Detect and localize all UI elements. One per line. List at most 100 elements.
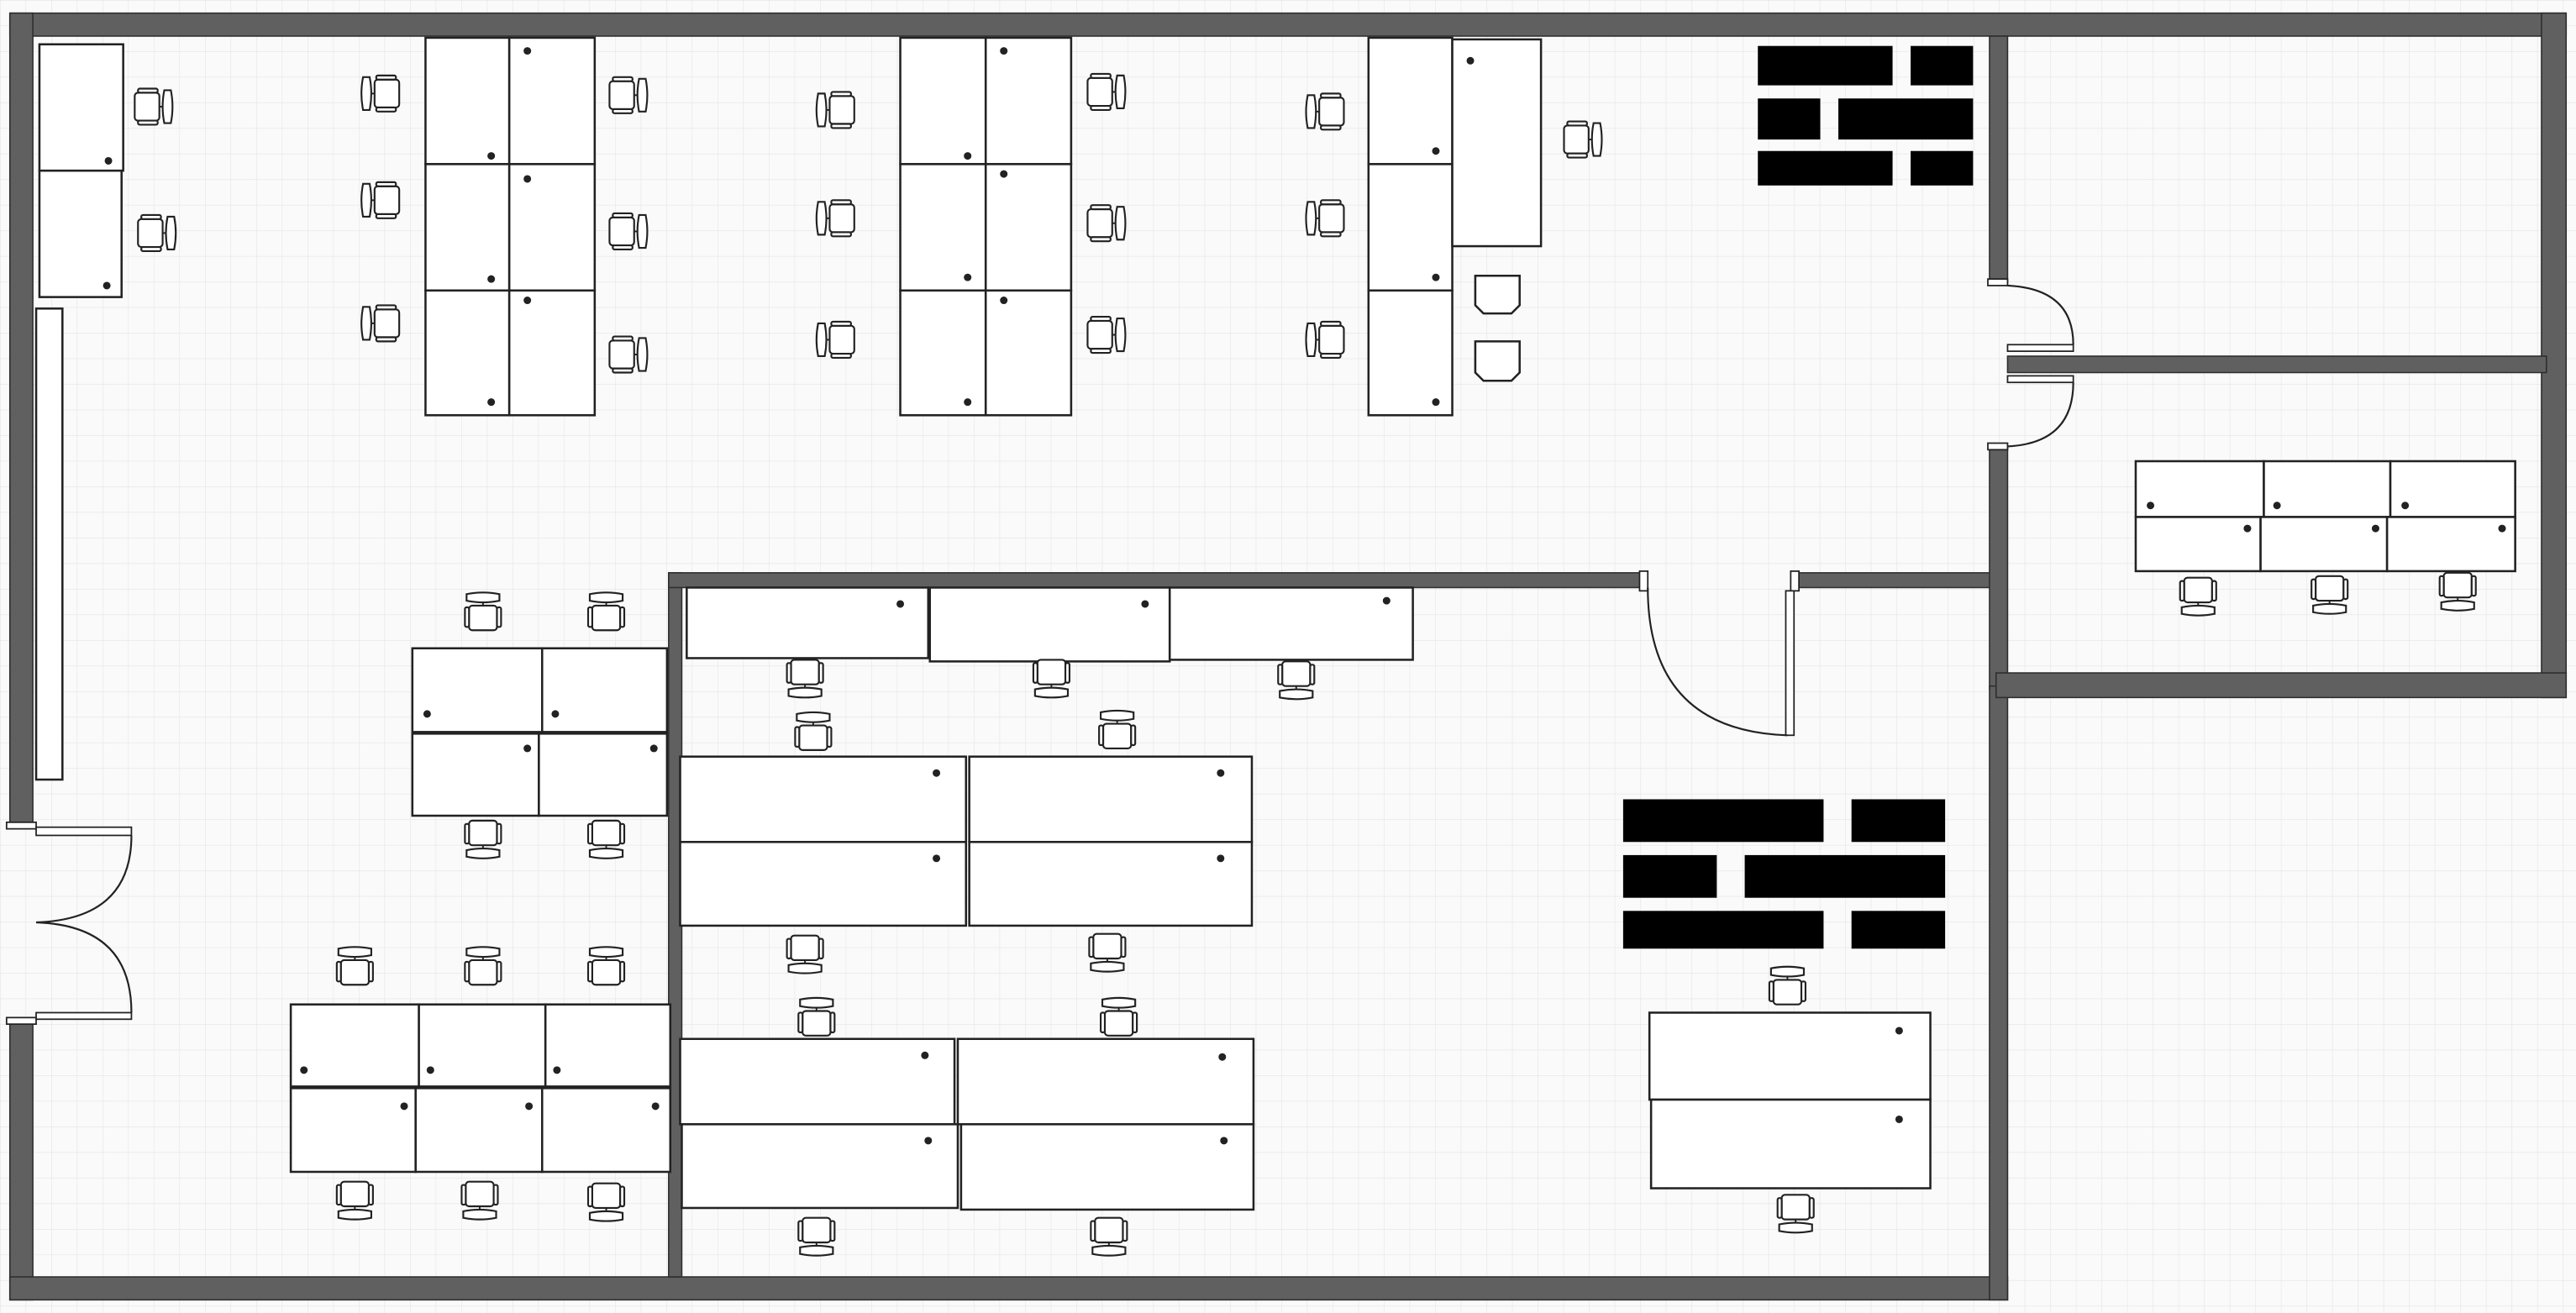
desk	[1649, 1098, 1932, 1190]
desk	[2263, 460, 2392, 518]
office-chair-icon	[1032, 659, 1071, 699]
office-chair-icon	[1086, 204, 1127, 243]
office-chair-icon	[786, 659, 824, 699]
wall-segment	[1795, 572, 1997, 589]
desk	[2259, 516, 2389, 573]
desk-handle-dot	[2147, 502, 2155, 510]
desk	[424, 36, 511, 165]
desk-handle-dot	[933, 769, 941, 777]
office-chair-icon	[586, 1182, 626, 1222]
desk-handle-dot	[964, 273, 972, 281]
office-chair-icon	[1776, 1194, 1815, 1234]
office-chair-icon	[797, 1216, 836, 1257]
wall-segment	[8, 12, 34, 827]
desk-handle-dot	[1895, 1027, 1903, 1035]
desk	[507, 289, 597, 417]
storage-block-icon	[1838, 98, 1974, 140]
desk	[956, 1037, 1255, 1126]
desk-handle-dot	[2371, 524, 2379, 533]
desk-handle-dot	[1432, 398, 1440, 407]
desk	[414, 1087, 544, 1174]
desk-handle-dot	[523, 297, 532, 305]
desk-handle-dot	[1000, 297, 1008, 305]
desk	[679, 755, 968, 843]
desk-handle-dot	[964, 398, 972, 407]
desk	[289, 1003, 420, 1088]
door-jamb	[5, 821, 37, 830]
desk-handle-dot	[896, 600, 905, 608]
storage-block-icon	[1911, 150, 1974, 186]
door-leaf	[2006, 375, 2074, 384]
wall-segment	[8, 1276, 2009, 1301]
storage-block-icon	[1758, 45, 1893, 86]
desk-handle-dot	[1000, 170, 1008, 178]
desk-handle-dot	[651, 1102, 660, 1111]
desk-handle-dot	[551, 710, 560, 718]
desk	[959, 1123, 1255, 1211]
office-chair-icon	[786, 934, 824, 974]
office-chair-icon	[586, 591, 626, 632]
desk	[1168, 586, 1414, 661]
desk-handle-dot	[523, 744, 532, 753]
desk-handle-dot	[1218, 1053, 1227, 1061]
office-chair-icon	[815, 91, 855, 129]
desk	[2134, 460, 2265, 518]
door-swing-icon	[35, 921, 133, 1013]
desk-handle-dot	[1466, 56, 1475, 65]
office-chair-icon	[335, 1180, 374, 1221]
desk	[289, 1087, 417, 1174]
storage-block-icon	[1758, 150, 1893, 186]
desk	[38, 43, 124, 172]
wall-segment	[1989, 35, 2009, 283]
desk-handle-dot	[2401, 502, 2410, 510]
office-chair-icon	[608, 335, 649, 374]
desk-handle-dot	[924, 1137, 933, 1145]
office-chair-icon	[608, 212, 649, 251]
desk	[681, 1123, 959, 1210]
storage-block-icon	[1851, 911, 1946, 949]
office-chair-icon	[815, 320, 855, 359]
desk	[1367, 289, 1454, 417]
office-chair-icon	[1305, 92, 1345, 131]
desk	[679, 1037, 956, 1126]
desk-handle-dot	[487, 152, 496, 160]
office-chair-icon	[586, 946, 626, 986]
desk	[928, 586, 1171, 663]
door-leaf	[1785, 590, 1795, 737]
desk	[538, 733, 669, 817]
office-chair-icon	[1277, 660, 1316, 701]
office-chair-icon	[608, 76, 649, 114]
doors	[5, 278, 2074, 1026]
furniture	[34, 36, 2516, 1211]
desk-handle-dot	[487, 275, 496, 283]
desk-handle-dot	[523, 175, 532, 183]
desk	[899, 289, 987, 417]
desk	[424, 289, 511, 417]
office-chair-icon	[2179, 576, 2217, 617]
desk	[2385, 516, 2516, 573]
desk	[679, 841, 968, 927]
door-swing-icon	[35, 835, 133, 924]
office-chair-icon	[1563, 120, 1603, 159]
storage-block-icon	[1622, 799, 1824, 843]
desk-handle-dot	[1141, 600, 1149, 608]
office-chair-icon	[2438, 571, 2477, 612]
wall-segment	[2541, 12, 2568, 699]
desk-handle-dot	[553, 1066, 561, 1074]
door-jamb	[5, 1016, 37, 1026]
desk	[1648, 1011, 1932, 1101]
office-chair-icon	[586, 819, 626, 859]
office-chair-icon	[137, 213, 177, 252]
desk	[418, 1003, 547, 1088]
office-chair-icon	[464, 946, 502, 986]
office-chair-icon	[360, 304, 401, 343]
desk	[507, 163, 597, 292]
storage-block-icon	[1911, 45, 1974, 86]
office-chair-icon	[1305, 320, 1345, 359]
office-chair-icon	[1086, 72, 1127, 111]
desk-handle-dot	[2498, 524, 2506, 533]
wall-segment	[8, 1020, 34, 1301]
desk-handle-dot	[104, 156, 113, 165]
desk	[507, 36, 597, 165]
office-chair-icon	[134, 87, 174, 126]
